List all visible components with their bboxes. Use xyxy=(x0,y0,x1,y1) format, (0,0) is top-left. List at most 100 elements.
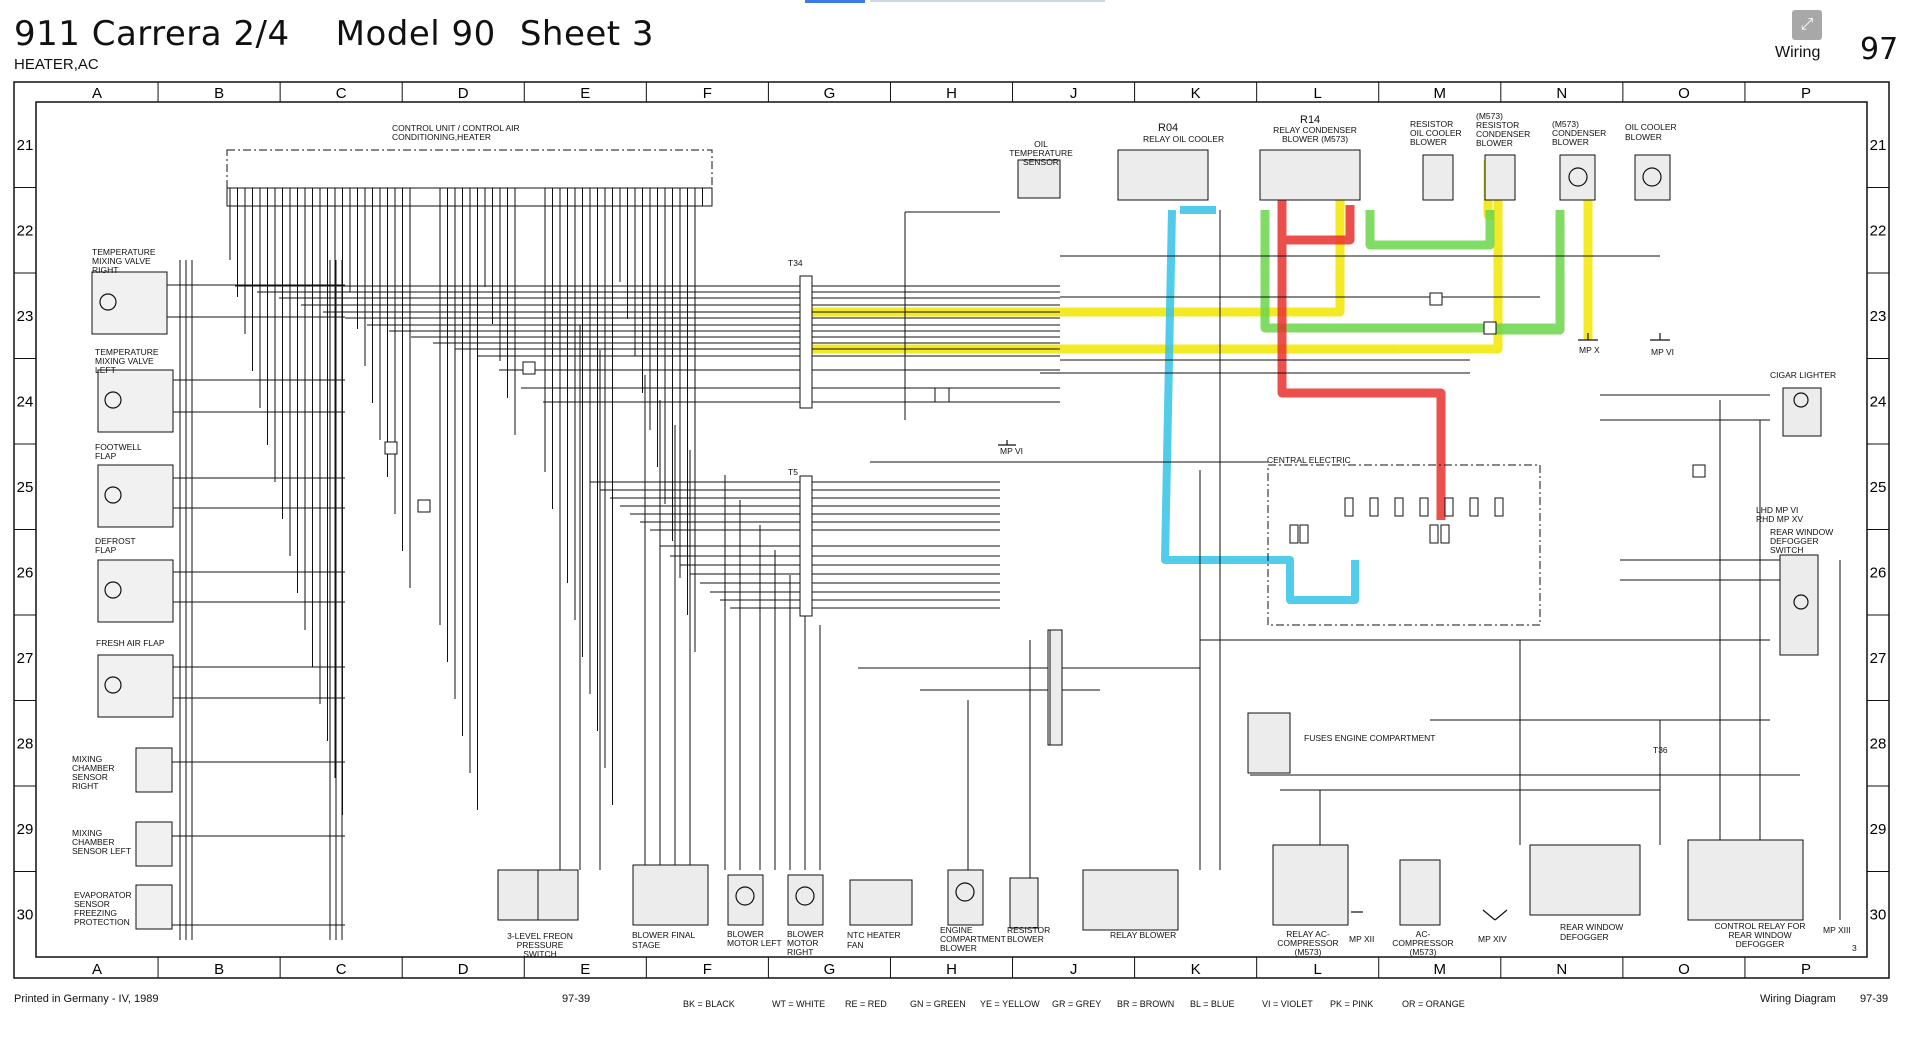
ntc-heater-fan-box xyxy=(849,879,913,926)
evaporator-label: EVAPORATOR SENSOR FREEZING PROTECTION xyxy=(74,890,132,927)
legend-entry: BR = BROWN xyxy=(1117,999,1175,1009)
resistor-oil-cooler-box xyxy=(1422,154,1454,201)
col-label-bottom: G xyxy=(824,961,836,978)
col-label-bottom: D xyxy=(458,961,469,978)
col-label-top: F xyxy=(703,85,712,102)
t34-label: T34 xyxy=(788,258,803,268)
col-label-top: G xyxy=(824,85,836,102)
temp-mix-left-box xyxy=(97,369,174,433)
row-label-right: 27 xyxy=(1870,650,1887,667)
t5-connector xyxy=(799,475,813,617)
col-label-top: B xyxy=(214,85,224,102)
row-label-left: 28 xyxy=(17,735,34,752)
row-label-right: 23 xyxy=(1870,308,1887,325)
blower-motor-right-label: BLOWER MOTOR RIGHT xyxy=(787,929,824,957)
col-label-top: D xyxy=(458,85,469,102)
col-label-bottom: M xyxy=(1434,961,1447,978)
rear-defogger-label: REAR WINDOW DEFOGGER xyxy=(1560,922,1624,942)
legend-entry: OR = ORANGE xyxy=(1402,999,1465,1009)
col-label-bottom: H xyxy=(946,961,957,978)
pressure-switch-label: 3-LEVEL FREON PRESSURE SWITCH xyxy=(507,931,573,959)
resistor-condenser-label: (M573) RESISTOR CONDENSER BLOWER xyxy=(1476,111,1531,148)
temp-mix-right-label: TEMPERATURE MIXING VALVE RIGHT xyxy=(92,247,156,275)
row-label-left: 26 xyxy=(17,564,34,581)
oil-temp-sensor-label: OIL TEMPERATURE SENSOR xyxy=(1009,139,1073,167)
red-wire-highlight xyxy=(1277,185,1446,520)
row-label-right: 26 xyxy=(1870,564,1887,581)
mp-xiv-label: MP XIV xyxy=(1478,934,1507,944)
engine-blower-box xyxy=(947,869,984,926)
section-label: Wiring xyxy=(1775,44,1821,61)
mix-right-label: MIXING CHAMBER SENSOR RIGHT xyxy=(72,754,115,791)
row-label-right: 25 xyxy=(1870,479,1887,496)
model-name: 911 Carrera 2/4 xyxy=(14,14,290,54)
oil-temp-sensor-box xyxy=(1017,159,1061,199)
relay-condenser-label: RELAY CONDENSER BLOWER (M573) xyxy=(1273,125,1357,144)
legend-entry: BK = BLACK xyxy=(683,999,735,1009)
col-label-bottom: L xyxy=(1314,961,1322,978)
control-relay-label: CONTROL RELAY FOR REAR WINDOW DEFOGGER xyxy=(1714,921,1806,949)
page-title: 911 Carrera 2/4 Model 90 Sheet 3 xyxy=(14,14,700,54)
relay-ac-comp-box xyxy=(1272,844,1349,926)
mp-x-label: MP X xyxy=(1579,345,1600,355)
condenser-blower-label: (M573) CONDENSER BLOWER xyxy=(1552,119,1607,147)
ac-compressor-label: AC-COMPRESSOR (M573) xyxy=(1392,929,1454,957)
t36-label: T36 xyxy=(1653,745,1668,755)
col-label-top: J xyxy=(1070,85,1078,102)
defogger-switch-box xyxy=(1779,554,1819,656)
relay-oil-cooler-label: RELAY OIL COOLER xyxy=(1143,134,1225,144)
fuses-engine-box xyxy=(1247,712,1291,774)
model-year: Model 90 xyxy=(335,14,496,54)
t5-label: T5 xyxy=(788,467,798,477)
fresh-air-label: FRESH AIR FLAP xyxy=(96,638,165,648)
r14-label: R14 xyxy=(1300,114,1321,126)
footer-code-left: 97-39 xyxy=(562,993,591,1005)
central-electric-box xyxy=(1267,464,1541,626)
t34-connector xyxy=(799,275,813,409)
row-label-left: 27 xyxy=(17,650,34,667)
expand-icon[interactable]: ⤢ xyxy=(1792,10,1822,40)
col-label-top: E xyxy=(580,85,590,102)
footwell-box xyxy=(97,464,174,528)
engine-blower-label: ENGINE COMPARTMENT BLOWER xyxy=(940,925,1006,953)
mix-right-box xyxy=(135,747,173,793)
row-label-right: 28 xyxy=(1870,735,1887,752)
oil-cooler-blower-label: OIL COOLER BLOWER xyxy=(1625,122,1677,142)
resistor-condenser-box xyxy=(1484,154,1516,201)
rear-window-switch-label: REAR WINDOW DEFOGGER SWITCH xyxy=(1770,527,1834,555)
printed-note: Printed in Germany - IV, 1989 xyxy=(14,993,159,1005)
control-relay-box xyxy=(1687,839,1804,921)
row-label-right: 24 xyxy=(1870,393,1887,410)
col-label-bottom: K xyxy=(1191,961,1201,978)
row-label-right: 29 xyxy=(1870,821,1887,838)
col-label-top: K xyxy=(1191,85,1201,102)
defrost-label: DEFROST FLAP xyxy=(95,536,136,555)
col-label-top: N xyxy=(1556,85,1567,102)
blower-final-stage-label: BLOWER FINAL STAGE xyxy=(632,930,695,950)
condenser-blower-box xyxy=(1559,154,1596,201)
top-progress-bar xyxy=(805,0,865,3)
oil-cooler-blower-box xyxy=(1634,154,1671,201)
legend-entry: GR = GREY xyxy=(1052,999,1102,1009)
legend-entry: WT = WHITE xyxy=(772,999,826,1009)
legend-entry: GN = GREEN xyxy=(910,999,966,1009)
relay-condenser-box xyxy=(1259,149,1361,201)
mp-xii-label: MP XII xyxy=(1349,934,1375,944)
relay-oil-cooler-box xyxy=(1117,149,1209,201)
lhd-rhd-label: LHD MP VI RHD MP XV xyxy=(1756,505,1804,524)
col-label-bottom: J xyxy=(1070,961,1078,978)
ac-compressor-box xyxy=(1399,859,1441,926)
col-label-bottom: E xyxy=(580,961,590,978)
corner-mark: 3 xyxy=(1852,943,1857,953)
sheet-number: Sheet 3 xyxy=(519,14,655,54)
legend-entry: PK = PINK xyxy=(1330,999,1374,1009)
relay-ac-comp-label: RELAY AC-COMPRESSOR (M573) xyxy=(1277,929,1339,957)
row-label-left: 25 xyxy=(17,479,34,496)
col-label-top: P xyxy=(1801,85,1811,102)
control-unit-box xyxy=(226,149,713,189)
col-label-bottom: B xyxy=(214,961,224,978)
col-label-top: A xyxy=(92,85,102,102)
defrost-box xyxy=(97,559,174,623)
row-label-right: 22 xyxy=(1870,222,1887,239)
